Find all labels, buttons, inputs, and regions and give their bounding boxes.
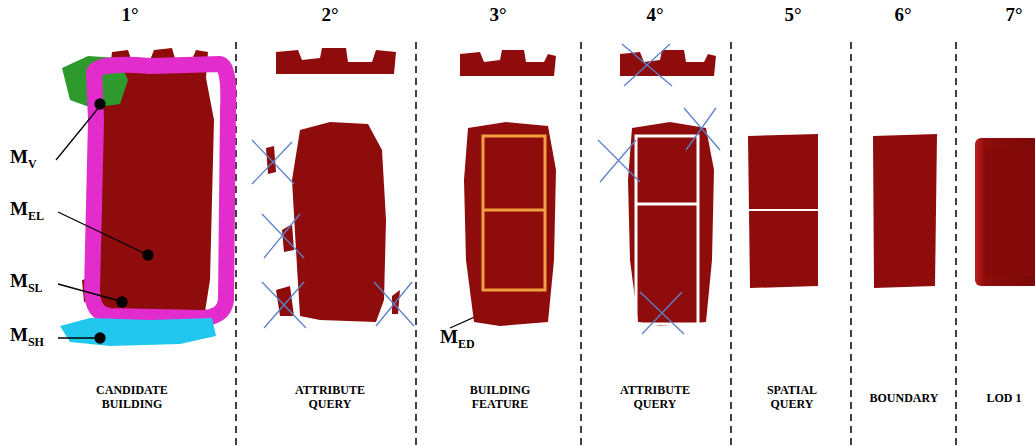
step-number: 1° <box>121 4 138 26</box>
marker-subscript: V <box>28 158 37 172</box>
step-number: 4° <box>646 4 663 26</box>
marker-label: M <box>10 270 28 292</box>
step-number: 3° <box>489 4 506 26</box>
marker-subscript: EL <box>28 210 44 224</box>
step-number: 5° <box>784 4 801 26</box>
step-number: 6° <box>894 4 911 26</box>
marker-label: M <box>10 198 28 220</box>
marker-subscript: SL <box>28 282 43 296</box>
marker-label: M <box>10 146 28 168</box>
step-caption: ATTRIBUTE QUERY <box>600 384 710 412</box>
step-number: 2° <box>321 4 338 26</box>
step-caption: BOUNDARY <box>859 392 949 406</box>
step-caption: BUILDING FEATURE <box>445 384 555 412</box>
step-caption: CANDIDATE BUILDING <box>77 384 187 412</box>
marker-subscript: SH <box>28 336 44 350</box>
step-caption: SPATIAL QUERY <box>747 384 837 412</box>
step-caption: LOD 1 <box>980 392 1028 406</box>
step-number: 7° <box>1005 4 1022 26</box>
step-caption: ATTRIBUTE QUERY <box>275 384 385 412</box>
marker-label: M <box>10 324 28 346</box>
marker-label: M <box>440 326 458 348</box>
marker-subscript: ED <box>458 338 475 352</box>
